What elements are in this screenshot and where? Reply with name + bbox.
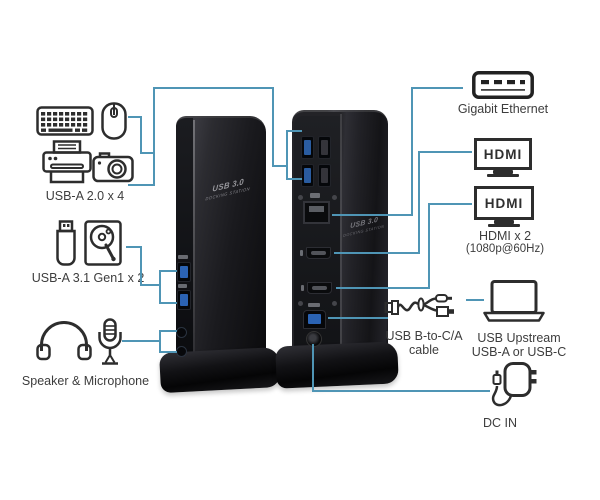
power-adapter-icon bbox=[491, 362, 537, 407]
usb2-label: USB-A 2.0 x 4 bbox=[45, 189, 125, 203]
connector-line bbox=[140, 246, 142, 286]
monitor-base bbox=[488, 224, 520, 227]
port-marking bbox=[301, 285, 304, 291]
connector-line bbox=[286, 178, 302, 180]
connector-line bbox=[312, 390, 490, 392]
connector-line bbox=[411, 87, 413, 216]
connector-line bbox=[418, 151, 472, 153]
dock-rear-edge-highlight bbox=[340, 114, 342, 356]
laptop-icon bbox=[483, 280, 545, 322]
hdmi-label-line2: (1080p@60Hz) bbox=[465, 243, 545, 255]
connector-line bbox=[159, 270, 161, 304]
hdmi-port-2 bbox=[307, 282, 332, 294]
connector-line bbox=[128, 184, 155, 186]
upstream-label-line2: USB-A or USB-C bbox=[471, 345, 567, 359]
hdmi-label-line1: HDMI x 2 bbox=[478, 229, 532, 243]
dock-rear-view bbox=[292, 110, 388, 358]
hard-drive-icon bbox=[84, 220, 122, 266]
connector-line bbox=[428, 203, 430, 289]
connector-line bbox=[272, 165, 288, 167]
port-marking bbox=[178, 255, 188, 259]
connector-line bbox=[140, 116, 142, 154]
connector-line bbox=[334, 252, 420, 254]
monitor-stand bbox=[493, 170, 513, 174]
usb-port-rear-2 bbox=[318, 136, 331, 159]
mouse-icon bbox=[101, 102, 127, 140]
connector-line bbox=[428, 203, 472, 205]
audio-label: Speaker & Microphone bbox=[21, 374, 150, 388]
dock-front-view bbox=[176, 116, 266, 358]
cable-label-line2: cable bbox=[409, 343, 439, 357]
dock-front-edge-highlight bbox=[193, 120, 195, 356]
connector-line bbox=[128, 116, 142, 118]
ethernet-label: Gigabit Ethernet bbox=[457, 102, 549, 116]
screw bbox=[298, 301, 303, 306]
connector-line bbox=[153, 87, 274, 89]
connector-line bbox=[122, 340, 161, 342]
connector-line bbox=[272, 87, 274, 167]
monitor-icon: HDMI bbox=[474, 186, 534, 220]
dock-front-port-strip bbox=[176, 118, 193, 358]
usb3-port-front-2 bbox=[177, 290, 191, 310]
printer-icon bbox=[42, 140, 92, 184]
connector-line bbox=[159, 270, 177, 272]
upstream-label-line1: USB Upstream bbox=[477, 331, 561, 345]
connector-line bbox=[140, 152, 155, 154]
monitor-stand bbox=[494, 220, 514, 224]
dc-power-jack bbox=[306, 331, 322, 347]
connector-line bbox=[411, 87, 463, 89]
cable-label-line1: USB B-to-C/A bbox=[385, 329, 463, 343]
connector-line bbox=[312, 344, 314, 392]
usb3-port-front-1 bbox=[177, 262, 191, 282]
usb-b-port bbox=[303, 310, 326, 329]
connector-line bbox=[153, 87, 155, 186]
hdmi-monitor-text: HDMI bbox=[484, 195, 524, 211]
screw bbox=[298, 195, 303, 200]
usb-port-rear-3 bbox=[301, 164, 314, 187]
mic-jack bbox=[176, 346, 187, 357]
camera-icon bbox=[92, 152, 134, 183]
ethernet-port-icon bbox=[472, 71, 534, 99]
connector-line bbox=[140, 284, 161, 286]
connector-line bbox=[418, 151, 420, 254]
screw bbox=[332, 301, 337, 306]
monitor-base bbox=[487, 174, 519, 177]
port-marking bbox=[308, 303, 320, 307]
connector-line bbox=[336, 287, 430, 289]
connector-line bbox=[332, 214, 413, 216]
usb31-label: USB-A 3.1 Gen1 x 2 bbox=[31, 271, 145, 285]
connector-line bbox=[159, 302, 177, 304]
hdmi-monitor-text: HDMI bbox=[483, 146, 523, 162]
usb-port-rear-1 bbox=[301, 136, 314, 159]
ethernet-port bbox=[303, 201, 330, 224]
connector-line bbox=[126, 246, 142, 248]
connector-line bbox=[466, 299, 484, 301]
keyboard-icon bbox=[36, 106, 94, 136]
usb-port-rear-4 bbox=[318, 164, 331, 187]
hdmi-port-1 bbox=[306, 247, 331, 259]
screw bbox=[332, 195, 337, 200]
headphones-icon bbox=[36, 321, 92, 361]
connector-line bbox=[286, 130, 302, 132]
connector-line bbox=[159, 351, 177, 353]
connector-line bbox=[286, 130, 288, 180]
port-marking bbox=[300, 250, 303, 256]
microphone-icon bbox=[98, 318, 122, 365]
port-marking bbox=[310, 193, 320, 198]
connector-line bbox=[328, 317, 388, 319]
usb-cable-icon bbox=[384, 294, 454, 317]
port-marking bbox=[178, 284, 187, 288]
monitor-icon: HDMI bbox=[474, 138, 532, 170]
connector-line bbox=[159, 330, 177, 332]
headphone-jack bbox=[176, 327, 187, 338]
connector-line bbox=[159, 330, 161, 353]
dcin-label: DC IN bbox=[482, 416, 518, 430]
flash-drive-icon bbox=[56, 220, 76, 266]
